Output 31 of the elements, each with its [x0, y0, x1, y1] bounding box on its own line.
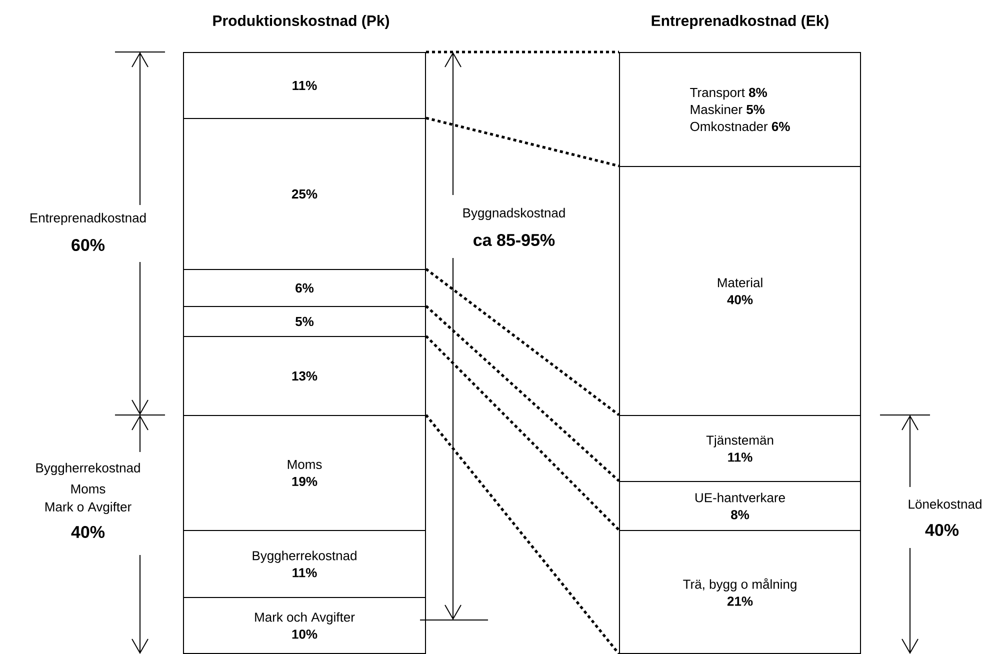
- table-cell: 11%: [183, 52, 426, 119]
- label: Lönekostnad: [908, 499, 982, 509]
- label: Entreprenadkostnad (Ek): [652, 15, 828, 29]
- table-cell: 13%: [183, 336, 426, 416]
- dotted-line: [425, 268, 620, 416]
- dotted-line: [426, 116, 620, 168]
- table-cell: Tjänstemän 11%: [619, 415, 861, 482]
- label: Produktionskostnad (Pk): [213, 15, 389, 29]
- label: ca 85-95%: [474, 234, 555, 246]
- label: 60%: [72, 238, 105, 252]
- table-cell: 6%: [183, 269, 426, 307]
- table-cell: Moms 19%: [183, 415, 426, 531]
- table-cell: Transport 8% Maskiner 5% Omkostnader 6%: [619, 52, 861, 167]
- dotted-line: [425, 305, 620, 482]
- dotted-line: [426, 50, 619, 54]
- table-cell: 25%: [183, 118, 426, 270]
- label: Byggherrekostnad: [36, 462, 140, 476]
- table-cell: Byggherrekostnad 11%: [183, 530, 426, 598]
- dotted-line: [425, 335, 620, 531]
- label: Moms: [71, 484, 106, 494]
- table-cell: Mark och Avgifter 10%: [183, 597, 426, 654]
- label: 40%: [71, 526, 105, 538]
- label: Entreprenadkostnad: [30, 212, 146, 226]
- label: 40%: [925, 524, 959, 536]
- table-cell: Trä, bygg o målning 21%: [619, 530, 861, 654]
- dotted-line: [425, 414, 620, 654]
- label: Mark o Avgifter: [45, 502, 132, 514]
- table-cell: UE-hantverkare 8%: [619, 481, 861, 531]
- table-cell: 5%: [183, 306, 426, 337]
- label: Byggnadskostnad: [463, 208, 565, 220]
- table-cell: Material 40%: [619, 166, 861, 416]
